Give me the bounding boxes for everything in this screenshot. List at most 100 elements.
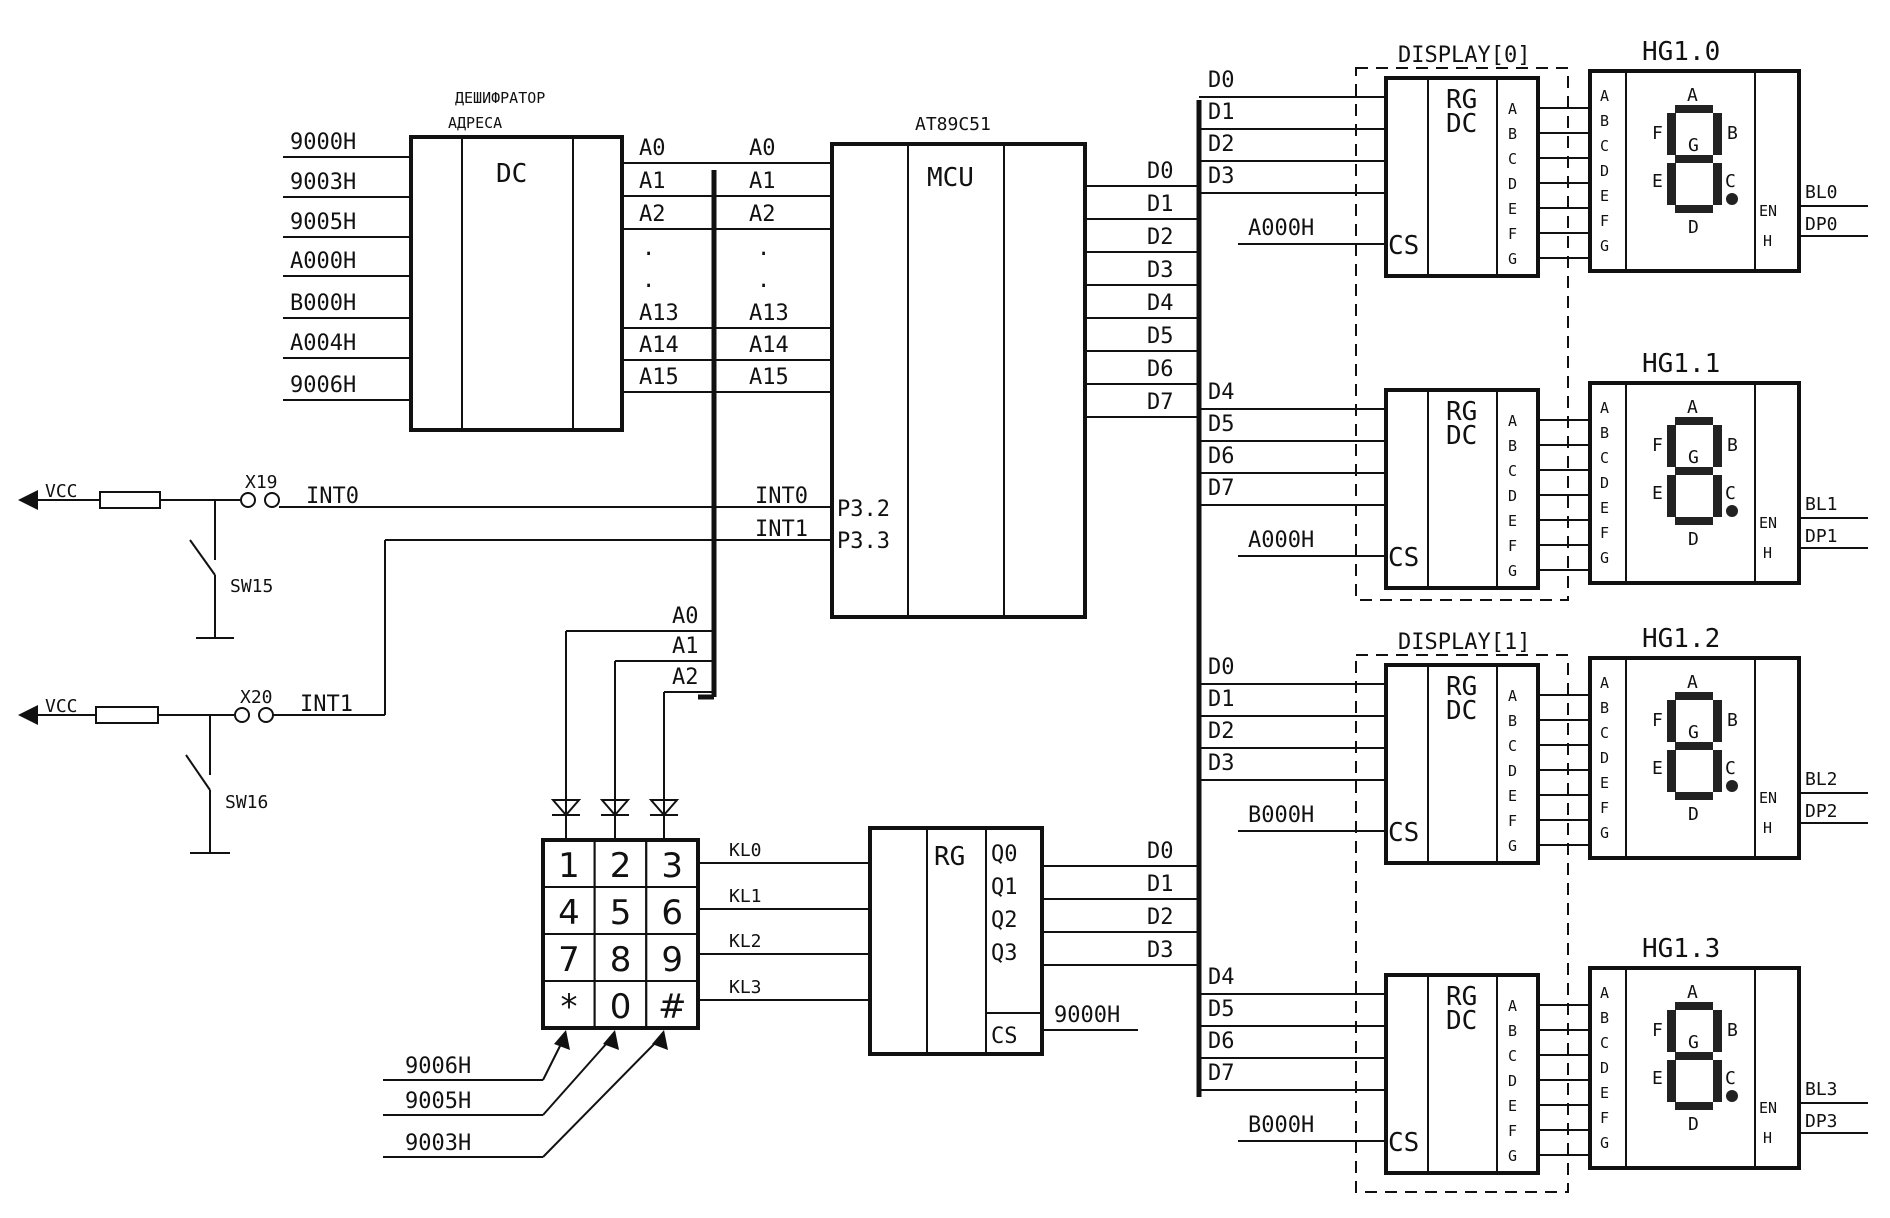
- driver-segment-label: C: [1508, 462, 1517, 480]
- display-segment-pin: F: [1600, 212, 1609, 230]
- display-0: D0D1D2D3RGDCCSA000HABCDEFGHG1.0ABCDEFGAF…: [1199, 37, 1868, 278]
- segment-a: [1675, 105, 1713, 113]
- segment-letter-b: B: [1727, 123, 1738, 144]
- register-data-label: D0: [1147, 839, 1174, 864]
- driver-segment-label: D: [1508, 1072, 1517, 1090]
- key-label: #: [658, 987, 687, 1027]
- switch-name: SW15: [230, 576, 273, 597]
- display-segment-pin: C: [1600, 724, 1609, 742]
- display-group-label: DISPLAY[1]: [1398, 630, 1530, 655]
- keypad-address-label: A2: [672, 665, 699, 690]
- keypad-row-label: KL1: [729, 886, 762, 907]
- key-label: 5: [610, 893, 632, 933]
- segment-f: [1667, 700, 1676, 742]
- driver-segment-label: A: [1508, 997, 1517, 1015]
- decoder-input-label: 9000H: [290, 130, 356, 155]
- key-label: 4: [558, 893, 580, 933]
- segment-d: [1675, 517, 1713, 525]
- key-cell[interactable]: [645, 980, 699, 1029]
- segment-letter-g: G: [1688, 722, 1699, 743]
- display-data-label: D7: [1208, 1061, 1235, 1086]
- display-name: HG1.1: [1642, 349, 1720, 379]
- connector-label: X19: [245, 472, 278, 493]
- keypad-row-label: KL3: [729, 977, 762, 998]
- display-data-label: D4: [1208, 380, 1235, 405]
- key-label: 6: [661, 893, 683, 933]
- segment-letter-a: A: [1687, 85, 1698, 106]
- driver-segment-label: B: [1508, 125, 1517, 143]
- display-data-label: D2: [1208, 132, 1235, 157]
- connector-pin-icon: [264, 492, 280, 508]
- driver-segment-label: F: [1508, 537, 1517, 555]
- display-segment-pin: G: [1600, 549, 1609, 567]
- segment-letter-c: C: [1725, 1068, 1736, 1089]
- segment-letter-g: G: [1688, 1032, 1699, 1053]
- display-en-label: EN: [1759, 514, 1777, 532]
- display-bl-label: BL2: [1805, 769, 1838, 790]
- display-bl-label: BL3: [1805, 1079, 1838, 1100]
- display-data-label: D0: [1208, 655, 1235, 680]
- display-segment-pin: E: [1600, 187, 1609, 205]
- key-label: 0: [610, 987, 632, 1027]
- vcc-label: VCC: [45, 481, 78, 502]
- display-bl-label: BL1: [1805, 494, 1838, 515]
- select-arrow-icon: [554, 1030, 570, 1050]
- mcu-address-label: A1: [749, 169, 776, 194]
- display-en-label: EN: [1759, 1099, 1777, 1117]
- segment-c: [1713, 1060, 1722, 1102]
- display-segment-pin: D: [1600, 474, 1609, 492]
- driver-dc-label: DC: [1446, 696, 1477, 726]
- register-data-label: D1: [1147, 872, 1174, 897]
- mcu-int0-label: INT0: [755, 484, 808, 509]
- segment-d: [1675, 205, 1713, 213]
- register-output-label: Q2: [991, 908, 1018, 933]
- display-driver-box: [1384, 76, 1540, 278]
- decoder-input-label: A004H: [290, 331, 356, 356]
- driver-cs-label: CS: [1388, 1128, 1419, 1158]
- driver-segment-label: E: [1508, 200, 1517, 218]
- mcu-data-label: D2: [1147, 225, 1174, 250]
- diode-icon: [648, 799, 680, 817]
- driver-segment-label: G: [1508, 562, 1517, 580]
- display-segment-pin: E: [1600, 1084, 1609, 1102]
- switch-contact: [189, 539, 216, 576]
- key-register-box: [868, 826, 1044, 1056]
- driver-dc-label: DC: [1446, 1006, 1477, 1036]
- segment-letter-b: B: [1727, 710, 1738, 731]
- connector-pin-icon: [234, 707, 250, 723]
- display-segment-pin: F: [1600, 799, 1609, 817]
- display-dp-label: DP0: [1805, 214, 1838, 235]
- display-data-label: D1: [1208, 687, 1235, 712]
- mcu-address-label: A13: [749, 301, 789, 326]
- mcu-address-label: A0: [749, 136, 776, 161]
- display-3: D4D5D6D7RGDCCSB000HABCDEFGHG1.3ABCDEFGAF…: [1199, 934, 1868, 1175]
- key-label: 1: [558, 846, 580, 886]
- key-label: 2: [610, 846, 632, 886]
- display-segment-pin: B: [1600, 699, 1609, 717]
- display-segment-pin: C: [1600, 1034, 1609, 1052]
- segment-a: [1675, 1002, 1713, 1010]
- display-cs-net: A000H: [1248, 216, 1314, 241]
- key-label: 3: [661, 846, 683, 886]
- segment-letter-f: F: [1652, 123, 1663, 144]
- display-segment-pin: C: [1600, 449, 1609, 467]
- segment-d: [1675, 1102, 1713, 1110]
- mcu-int1-label: INT1: [755, 517, 808, 542]
- vcc-arrow-icon: [18, 705, 38, 725]
- switch-sw15: VCC X19 INT0 INT0 SW15: [18, 472, 832, 639]
- driver-segment-label: G: [1508, 1147, 1517, 1165]
- select-line-label: 9003H: [405, 1131, 471, 1156]
- display-name: HG1.3: [1642, 934, 1720, 964]
- segment-b: [1713, 113, 1722, 155]
- display-data-label: D1: [1208, 100, 1235, 125]
- display-group-label: DISPLAY[0]: [1398, 43, 1530, 68]
- driver-segment-label: G: [1508, 837, 1517, 855]
- display-h-label: H: [1763, 232, 1772, 250]
- display-segment-pin: D: [1600, 749, 1609, 767]
- segment-letter-g: G: [1688, 135, 1699, 156]
- display-segment-pin: B: [1600, 1009, 1609, 1027]
- decoder-input-label: 9006H: [290, 373, 356, 398]
- connector-label: X20: [240, 687, 273, 708]
